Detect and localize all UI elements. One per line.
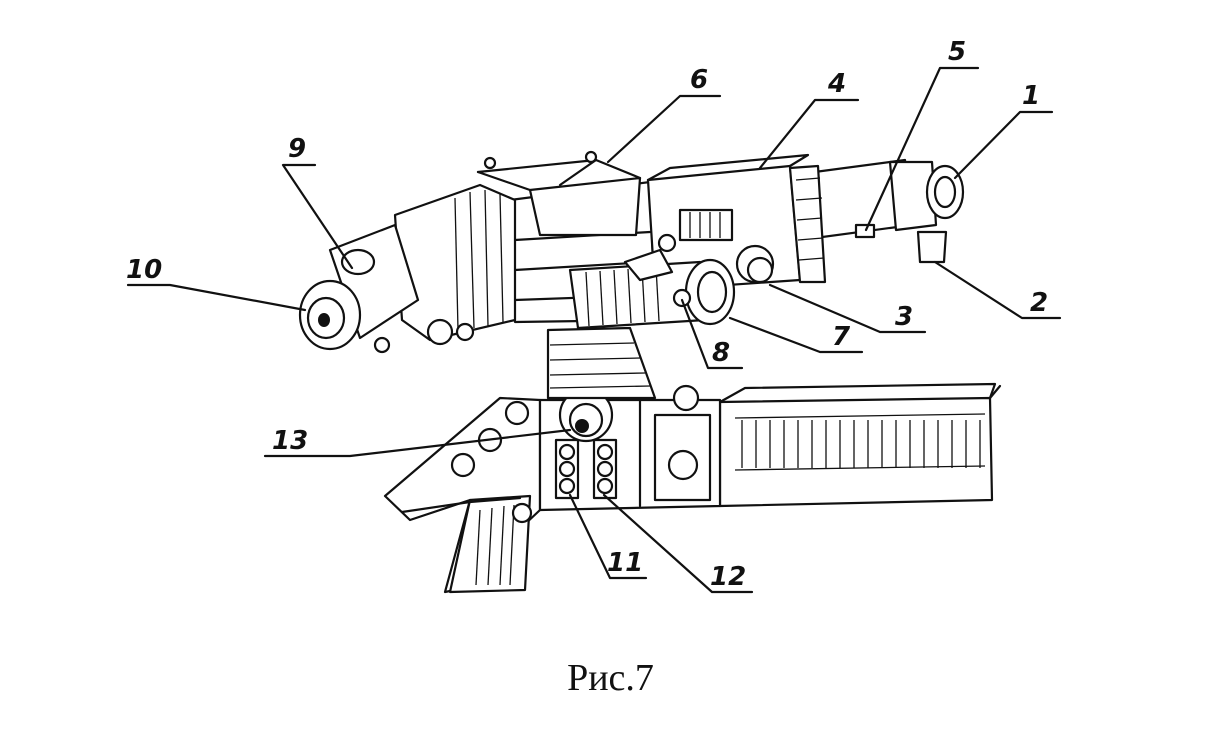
prism-housing-6: [476, 150, 642, 237]
callout-5: 5: [948, 37, 966, 67]
callout-2: 2: [1030, 288, 1048, 318]
roller-column-12: [592, 438, 618, 500]
callout-8: 8: [712, 338, 730, 368]
box-4: [646, 153, 810, 292]
center-housing: [538, 384, 722, 512]
callout-13: 13: [272, 426, 308, 456]
roller-column-11: [554, 438, 580, 500]
leader-9: [281, 163, 354, 270]
pedestal: [546, 326, 657, 400]
callout-9: 9: [288, 134, 306, 164]
leader-1: [953, 110, 1054, 180]
leader-6: [606, 94, 722, 164]
leader-5: [864, 66, 980, 232]
leader-10: [126, 283, 307, 312]
callout-11: 11: [607, 548, 643, 578]
figure-caption: Рис.7: [567, 657, 654, 699]
instrument-drawing: [298, 150, 1002, 594]
callout-6: 6: [690, 65, 708, 95]
tube-left: [298, 183, 517, 354]
callout-12: 12: [710, 562, 746, 592]
leader-8: [680, 298, 744, 370]
leader-3: [768, 283, 927, 334]
callout-3: 3: [895, 302, 913, 332]
leader-4: [758, 98, 860, 170]
leader-12: [602, 493, 754, 594]
leader-7: [728, 316, 864, 354]
callout-7: 7: [832, 322, 851, 352]
tube-right: [788, 158, 965, 284]
leader-11: [568, 493, 648, 580]
callout-1: 1: [1022, 81, 1040, 111]
callout-4: 4: [827, 69, 846, 99]
leader-13: [263, 428, 572, 458]
leader-2: [933, 260, 1062, 320]
callout-10: 10: [126, 255, 162, 285]
drum-7: [568, 233, 736, 330]
callouts: 1 2 3 4 5 6 7 8 9 10 11 12 13: [126, 37, 1062, 594]
base-block: [383, 396, 542, 594]
base-rail: [718, 382, 1002, 508]
